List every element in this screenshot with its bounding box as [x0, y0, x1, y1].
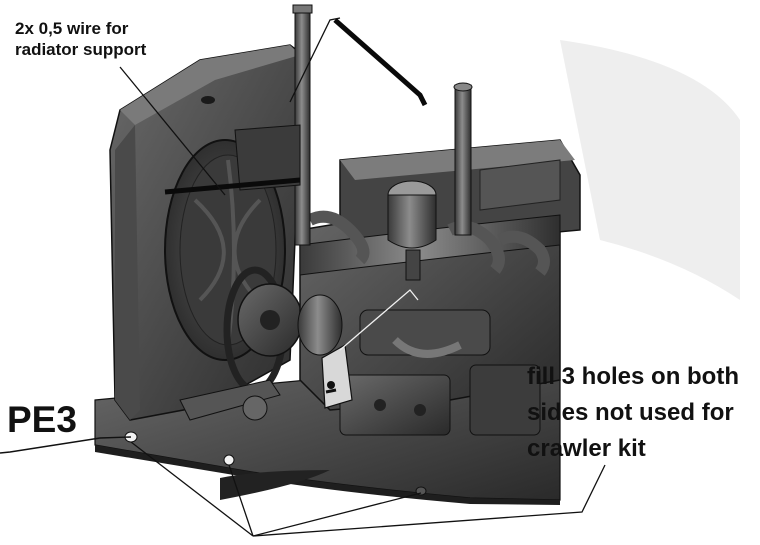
- wire-note-leader-2: [289, 17, 341, 103]
- pulley-hub: [260, 310, 280, 330]
- housing-bolt-1: [374, 399, 386, 411]
- starter-motor: [469, 364, 541, 436]
- wire-note-line-1: 2x 0,5 wire for: [15, 19, 129, 38]
- chassis-shadow: [220, 470, 330, 500]
- radiator-support-wire-2: [333, 18, 428, 107]
- exhaust-pipe-right-cap: [453, 82, 473, 92]
- holes-leader-main: [252, 464, 606, 537]
- radiator-top: [120, 45, 300, 125]
- engine-mount-arm: [179, 379, 281, 421]
- radiator-side: [115, 125, 140, 420]
- pe3-leader: [0, 436, 132, 454]
- fuel-line: [392, 337, 462, 358]
- holes-leader-3: [252, 492, 422, 537]
- background-shade: [560, 40, 740, 300]
- holes-note-line-3: crawler kit: [527, 435, 646, 462]
- manifold-runner-3: [497, 230, 550, 276]
- holes-leader-2: [228, 464, 254, 537]
- holes-note-line-1: fill 3 holes on both: [527, 363, 739, 390]
- housing-bolt-2: [414, 404, 426, 416]
- bracket-hole: [327, 381, 335, 389]
- part-code-label: PE3: [7, 399, 77, 440]
- head-cover-right: [479, 159, 561, 211]
- wire-note-line-2: radiator support: [15, 40, 147, 59]
- exhaust-pipe-left-cap: [292, 4, 313, 14]
- water-pump: [297, 294, 343, 356]
- thermostat-housing: [234, 124, 301, 191]
- guide-line: [339, 289, 419, 351]
- exhaust-pipe-right: [454, 84, 472, 236]
- radiator-cap: [201, 96, 215, 104]
- frame-hole-2: [223, 454, 235, 466]
- filter-stem: [405, 249, 421, 281]
- wire-note-leader-1: [119, 66, 226, 196]
- engine-mount-bushing: [242, 395, 268, 421]
- radiator-support-wire: [164, 177, 301, 195]
- manifold-runner-1: [307, 210, 370, 265]
- holes-note-line-2: sides not used for: [527, 399, 734, 426]
- holes-leader-1: [130, 441, 254, 537]
- fuel-filter: [387, 194, 437, 249]
- bracket-slot: [325, 388, 337, 394]
- chassis-lower-edge: [95, 445, 560, 505]
- gear-housing: [339, 374, 451, 436]
